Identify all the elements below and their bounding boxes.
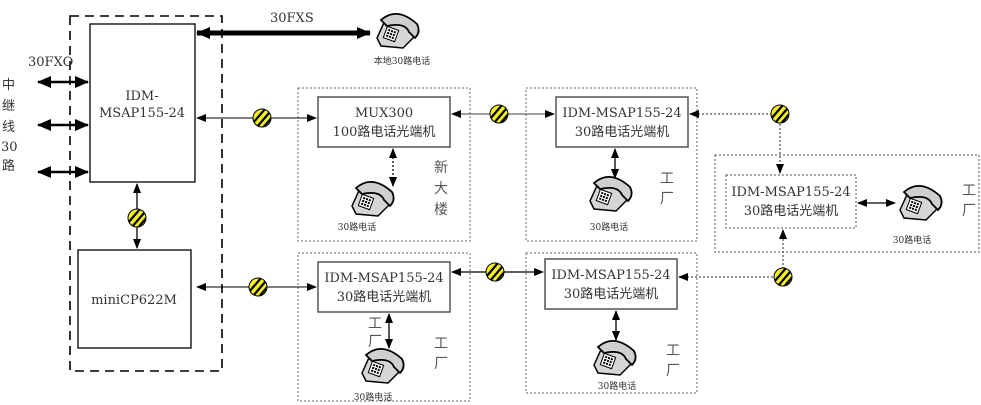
site-label-factory-3: 工 [666, 343, 680, 359]
factory-3-device-box[interactable] [544, 258, 678, 310]
central-site-enclosure [69, 15, 223, 372]
factory-3-label-line1: IDM-MSAP155-24 [551, 268, 670, 283]
mux300-label-line1: MUX300 [355, 106, 413, 121]
svg-text:继: 继 [2, 99, 15, 114]
fxs-label: 30FXS [270, 11, 314, 26]
factory-1-device-box[interactable] [555, 96, 689, 148]
factory-1-label-line1: IDM-MSAP155-24 [562, 106, 681, 121]
svg-text:厂: 厂 [368, 334, 382, 350]
mux300-device-box[interactable] [317, 96, 451, 148]
site-factory-1 [525, 87, 698, 242]
site-label-new-building: 新 [434, 160, 448, 176]
factory-1-phone-icon [589, 175, 633, 212]
svg-text:厂: 厂 [962, 203, 976, 219]
factory-right-phone-icon [899, 184, 943, 221]
svg-text:楼: 楼 [434, 202, 448, 218]
factory-1-to-factory-right-link [689, 110, 784, 174]
new-building-phone-caption: 30路电话 [338, 221, 376, 233]
factory-2-phone-caption: 30路电话 [354, 391, 392, 403]
local-phone-caption: 本地30路电话 [374, 55, 430, 67]
main-device-box[interactable] [89, 23, 196, 183]
site-label-factory-2: 工 [434, 336, 448, 352]
minicp-device-label: miniCP622M [91, 293, 177, 308]
site-label-factory-2-overlap: 工 [368, 316, 382, 332]
factory-1-phone-caption: 30路电话 [590, 221, 628, 233]
factory-2-label-line1: IDM-MSAP155-24 [324, 271, 443, 286]
new-building-phone-icon [351, 180, 395, 217]
svg-text:大: 大 [434, 181, 448, 197]
svg-text:路: 路 [2, 158, 15, 174]
factory-3-phone-caption: 30路电话 [598, 380, 636, 392]
mux300-label-line2: 100路电话光端机 [333, 124, 436, 140]
svg-text:厂: 厂 [434, 356, 448, 372]
local-phone-icon [376, 12, 420, 49]
fiber-marker-4 [249, 278, 269, 299]
svg-text:厂: 厂 [660, 191, 674, 207]
main-device-label-line2: MSAP155-24 [99, 106, 185, 121]
factory-2-device-box[interactable] [317, 261, 451, 313]
svg-text:中: 中 [2, 78, 15, 93]
factory-3-phone-icon [593, 339, 637, 376]
factory-right-label-line2: 30路电话光端机 [744, 203, 839, 219]
fiber-marker-6 [774, 268, 794, 289]
fiber-marker-1 [253, 109, 273, 130]
svg-text:线: 线 [2, 120, 15, 135]
factory-2-phone-icon [361, 347, 405, 384]
fxo-label: 30FXO [28, 55, 73, 70]
site-label-factory-right: 工 [962, 183, 976, 199]
svg-text:厂: 厂 [666, 363, 680, 379]
minicp-device-box[interactable] [77, 249, 192, 349]
main-device-label-line1: IDM- [125, 89, 158, 104]
svg-text:30: 30 [1, 140, 18, 155]
trunk-label: 中 继 线 30 路 [1, 78, 18, 174]
site-factory-3 [525, 252, 698, 394]
site-new-building [297, 87, 471, 242]
fiber-marker-internal [128, 209, 148, 230]
fiber-marker-5 [486, 263, 506, 284]
factory-2-label-line2: 30路电话光端机 [337, 289, 432, 305]
site-label-factory-1: 工 [660, 171, 674, 187]
site-factory-2 [297, 252, 471, 402]
fiber-marker-3 [771, 105, 791, 126]
factory-right-phone-caption: 30路电话 [893, 234, 931, 246]
factory-1-label-line2: 30路电话光端机 [575, 124, 670, 140]
site-factory-right [714, 154, 980, 253]
factory-right-label-line1: IDM-MSAP155-24 [731, 185, 850, 200]
fiber-marker-2 [490, 105, 510, 126]
factory-3-label-line2: 30路电话光端机 [564, 286, 659, 302]
factory-right-device-box[interactable] [725, 174, 857, 229]
